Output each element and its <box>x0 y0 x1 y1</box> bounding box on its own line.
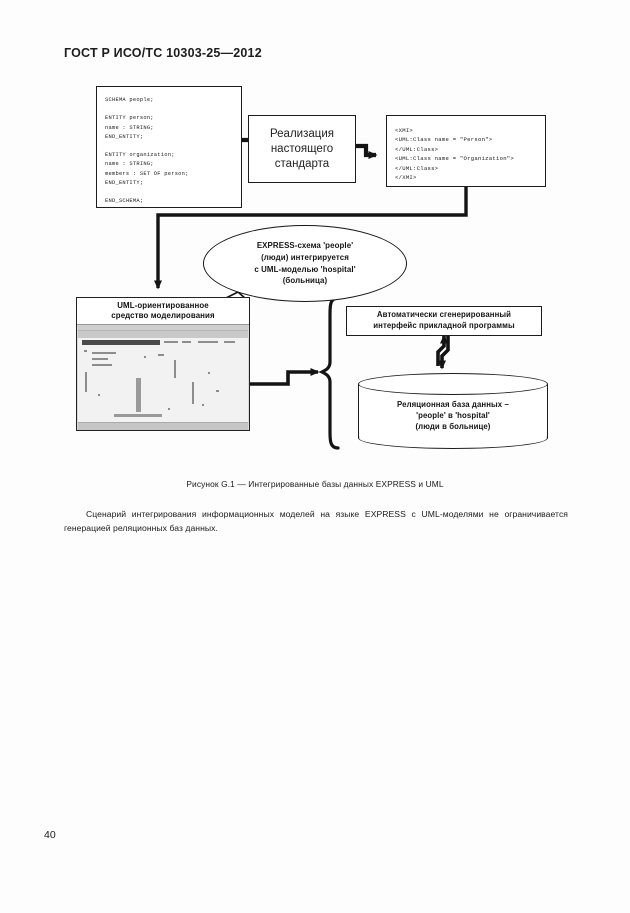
arrow-api-db-bidirectional <box>436 334 450 370</box>
uml-modeling-tool-title: UML-ориентированное средство моделирован… <box>77 298 249 325</box>
generated-api-box: Автоматически сгенерированный интерфейс … <box>346 306 542 336</box>
implementation-box-label: Реализация настоящего стандарта <box>270 127 334 170</box>
figure-caption: Рисунок G.1 — Интегрированные базы данны… <box>186 479 444 489</box>
generated-api-label: Автоматически сгенерированный интерфейс … <box>373 310 515 330</box>
document-header: ГОСТ Р ИСО/ТС 10303-25—2012 <box>64 46 262 60</box>
uml-modeling-tool-window: UML-ориентированное средство моделирован… <box>76 297 250 431</box>
arrow-uml-tool-to-outputs <box>250 368 320 386</box>
implementation-box: Реализация настоящего стандарта <box>248 115 356 183</box>
express-schema-box: SCHEMA people; ENTITY person; name : STR… <box>96 86 242 208</box>
speech-bubble: EXPRESS-схема 'people' (люди) интегрируе… <box>203 225 407 302</box>
cylinder-top-ellipse <box>358 373 548 395</box>
relational-database-label: Реляционная база данных – 'people' в 'ho… <box>397 400 509 431</box>
xmi-document-box: <XMI> <UML:Class name = "Person"> </UML:… <box>386 115 546 187</box>
page-number: 40 <box>44 829 56 841</box>
body-paragraph: Сценарий интегрирования информационных м… <box>64 509 568 533</box>
uml-tool-diagram-canvas[interactable] <box>78 338 248 422</box>
xmi-document-code: <XMI> <UML:Class name = "Person"> </UML:… <box>395 127 515 182</box>
relational-database-cylinder: Реляционная база данных – 'people' в 'ho… <box>358 373 548 449</box>
uml-tool-menubar[interactable] <box>78 324 248 331</box>
uml-tool-toolbar[interactable] <box>78 331 248 338</box>
express-schema-code: SCHEMA people; ENTITY person; name : STR… <box>105 97 189 205</box>
curly-brace <box>318 296 340 450</box>
uml-tool-statusbar <box>78 422 248 430</box>
arrow-impl-to-xmi <box>356 143 378 159</box>
uml-modeling-tool-title-text: UML-ориентированное средство моделирован… <box>111 300 215 320</box>
figure-g1: SCHEMA people; ENTITY person; name : STR… <box>0 70 630 470</box>
speech-bubble-label: EXPRESS-схема 'people' (люди) интегрируе… <box>254 241 356 286</box>
